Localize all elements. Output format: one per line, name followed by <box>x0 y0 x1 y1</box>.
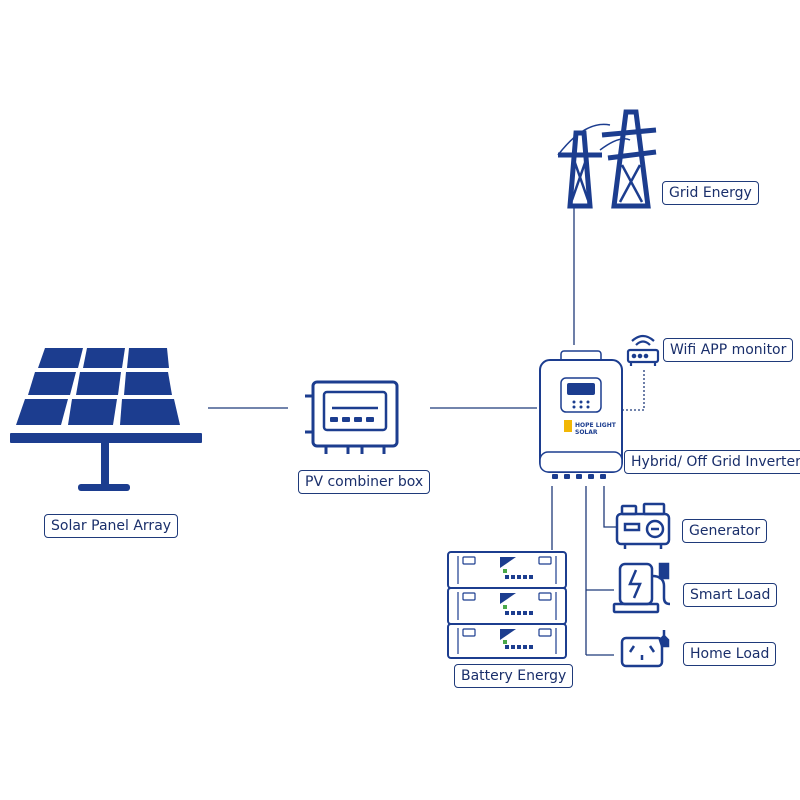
inverter-label: Hybrid/ Off Grid Inverter <box>624 450 800 474</box>
solar-panel-icon <box>10 348 202 491</box>
home-load-label: Home Load <box>683 642 777 666</box>
inverter-brand-line1: HOPE LIGHT <box>575 422 617 429</box>
wifi-app-monitor-label: Wifi APP monitor <box>663 338 794 362</box>
inverter-brand-line2: SOLAR <box>575 429 598 436</box>
smart-load-label: Smart Load <box>683 583 778 607</box>
combiner-box-icon <box>305 380 399 454</box>
wifi-router-icon <box>626 334 660 366</box>
transmission-tower-icon <box>557 109 657 209</box>
generator-icon <box>615 502 671 549</box>
connection-lines <box>208 208 645 656</box>
inverter-icon <box>539 350 623 479</box>
grid-energy-label: Grid Energy <box>662 181 759 205</box>
generator-branch-line <box>603 486 618 528</box>
battery-energy-label: Battery Energy <box>454 664 574 688</box>
solar-panel-array-label: Solar Panel Array <box>44 514 179 538</box>
pv-combiner-box-label: PV combiner box <box>298 470 431 494</box>
generator-label: Generator <box>682 519 768 543</box>
wifi-to-inverter-line <box>622 368 645 411</box>
battery-rack-icon <box>447 551 567 659</box>
ev-charger-icon <box>612 562 671 614</box>
power-outlet-icon <box>620 630 670 668</box>
